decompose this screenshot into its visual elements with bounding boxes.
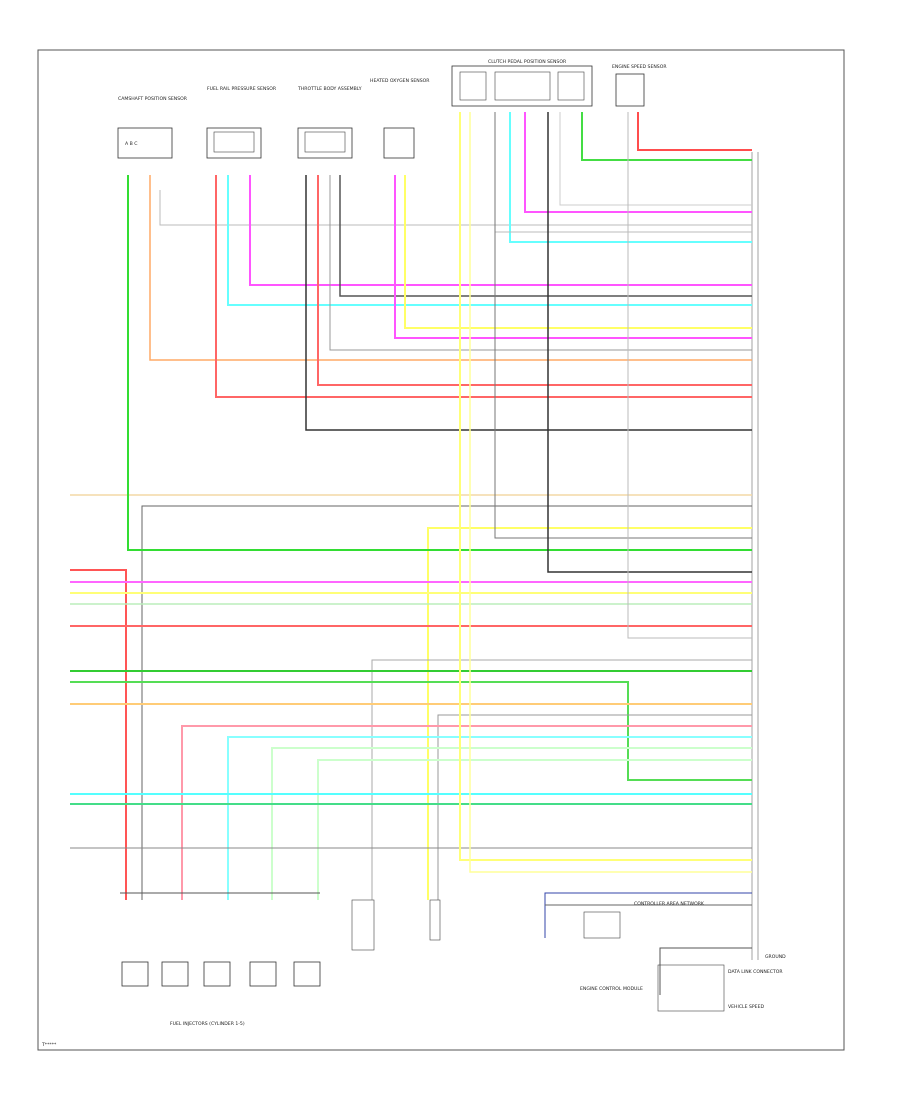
wire-pink-1 [181,725,752,900]
bottom-connectors: FUEL INJECTORS (CYLINDER 1-5) [120,892,441,1027]
ecm-label: ENGINE CONTROL MODULE [580,986,643,992]
svg-text:CLUTCH PEDAL POSITION SENSOR: CLUTCH PEDAL POSITION SENSOR [488,59,567,65]
connector-fuel-rail-sensor: FUEL RAIL PRESSURE SENSOR [206,86,277,159]
connector-camshaft-sensor: A B C CAMSHAFT POSITION SENSOR [117,96,188,159]
injector-caption: FUEL INJECTORS (CYLINDER 1-5) [170,1021,245,1027]
wire-ltgreen-2 [271,747,752,900]
svg-text:FUEL RAIL PRESSURE SENSOR: FUEL RAIL PRESSURE SENSOR [207,86,277,92]
wire-gray-4 [329,175,752,351]
wire-red-3 [70,569,127,900]
svg-text:CONTROLLER AREA NETWORK: CONTROLLER AREA NETWORK [634,901,705,907]
wire-cyan-1 [509,112,752,243]
wire-yellow-1 [404,175,752,329]
wire-yellow-2 [427,527,752,900]
wire-gray-8 [437,714,752,900]
wire-gray-6 [627,112,752,639]
wire-dark-3 [659,947,752,995]
wire-gray-3 [494,112,752,233]
svg-text:DATA LINK CONNECTOR: DATA LINK CONNECTOR [728,969,783,975]
wire-green-3 [70,681,752,781]
connector-engine-speed-sensor: ENGINE SPEED SENSOR [612,64,667,107]
wire-magenta-3 [394,175,752,339]
connector-throttle-body: THROTTLE BODY ASSEMBLY [297,86,362,159]
wire-black-1 [305,175,752,431]
wire-harness [70,112,752,995]
svg-text:HEATED OXYGEN SENSOR: HEATED OXYGEN SENSOR [370,78,430,84]
wire-gray-5 [494,112,752,539]
wire-magenta-1 [524,112,752,213]
wire-green-1 [127,175,752,551]
wire-dark-1 [339,175,752,297]
svg-text:GROUND: GROUND [765,954,786,960]
wire-ltgreen-3 [317,759,752,900]
wire-orange-1 [149,175,752,361]
wire-black-2 [547,112,752,573]
diagram-border [37,49,845,1051]
wire-navy-1 [544,892,752,938]
wire-green-top [581,112,752,161]
wire-yellow-5 [469,112,752,873]
page-label: T***** [41,1042,57,1048]
svg-text:CAMSHAFT POSITION SENSOR: CAMSHAFT POSITION SENSOR [118,96,188,102]
wire-red-1 [317,175,752,386]
svg-text:THROTTLE BODY ASSEMBLY: THROTTLE BODY ASSEMBLY [297,86,362,92]
connector-oxygen-sensor: HEATED OXYGEN SENSOR [370,78,430,159]
wire-cyan-3 [227,736,752,900]
svg-text:VEHICLE SPEED: VEHICLE SPEED [728,1004,764,1010]
right-bottom-module: DATA LINK CONNECTOR VEHICLE SPEED [657,964,783,1012]
ecm-pin-strip: GROUND [751,152,786,960]
wire-magenta-2 [249,175,752,286]
wire-red-top [637,112,752,151]
svg-text:A B C: A B C [125,141,137,147]
connector-clutch-sensor: CLUTCH PEDAL POSITION SENSOR [451,59,593,107]
wire-yellow-4 [459,112,752,861]
svg-text:ENGINE SPEED SENSOR: ENGINE SPEED SENSOR [612,64,667,70]
brake-switch-box: CONTROLLER AREA NETWORK [583,901,705,939]
wire-cyan-2 [227,175,752,306]
wire-gray-7 [371,659,752,900]
wire-gray-1 [159,190,752,226]
wire-red-2 [215,175,752,398]
wire-gray-2 [559,112,752,206]
